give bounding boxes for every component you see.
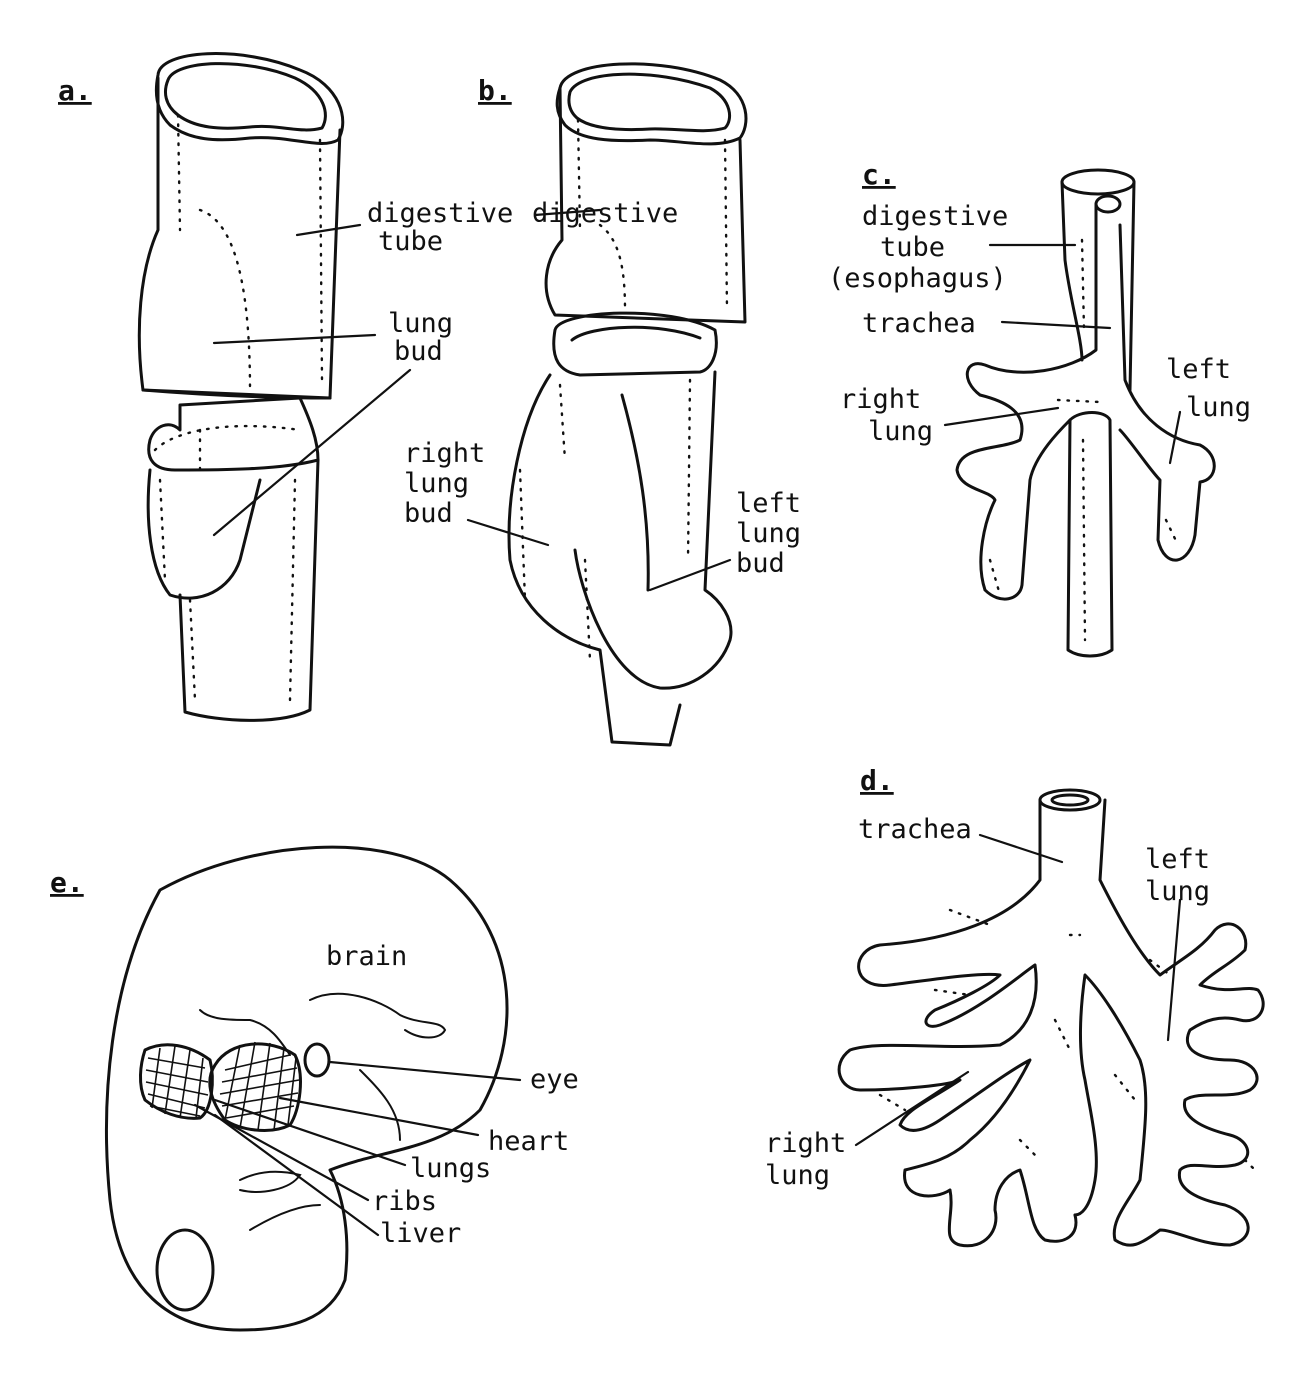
e-lungs-label: lungs	[410, 1153, 491, 1184]
e-eye-label: eye	[530, 1064, 579, 1095]
c-left-lung-label-1: left	[1166, 354, 1231, 385]
panel-e-embryo	[105, 845, 509, 1332]
e-ribs-label: ribs	[372, 1186, 437, 1217]
panel-a-label: a.	[58, 74, 92, 107]
panel-d-label: d.	[860, 764, 894, 797]
b-right-lung-bud-label-3: bud	[404, 498, 453, 529]
panel-a: a. digestive tube lung bud	[58, 52, 513, 722]
panel-a-upper-tube	[137, 52, 345, 400]
panel-a-lung-bud	[141, 388, 332, 400]
b-left-lung-bud-label-1: left	[736, 488, 801, 519]
b-right-lung-bud-label-1: right	[404, 438, 485, 469]
d-trachea-label: trachea	[858, 814, 972, 845]
panel-e-label: e.	[50, 866, 84, 899]
c-trachea-label: trachea	[862, 308, 976, 339]
panel-c-label: c.	[862, 158, 896, 191]
c-digestive-label-3: (esophagus)	[828, 263, 1007, 294]
panel-e-leaders	[193, 1060, 522, 1237]
panel-c: c. digestive tube (esophagus) trachea ri…	[828, 158, 1251, 658]
d-left-lung-label-2: lung	[1145, 876, 1210, 907]
c-left-lung-label-2: lung	[1186, 392, 1251, 423]
panel-b-leaders	[466, 208, 732, 592]
c-digestive-label-2: tube	[880, 232, 945, 263]
panel-b-lower-tube	[507, 311, 733, 747]
panel-d: d. trachea left lung right lung	[765, 764, 1265, 1248]
c-right-lung-label-2: lung	[868, 416, 933, 447]
panel-b-label: b.	[478, 74, 512, 107]
d-right-lung-label-2: lung	[765, 1160, 830, 1191]
d-right-lung-label-1: right	[765, 1128, 846, 1159]
c-right-lung-label-1: right	[840, 384, 921, 415]
panel-b: b. digestive right lung bud left lung bu…	[404, 62, 801, 747]
panel-a-lower-tube	[146, 396, 320, 722]
a-lung-bud-label-2: bud	[394, 336, 443, 367]
b-digestive-label: digestive	[532, 198, 678, 229]
panel-d-leaders	[854, 833, 1182, 1147]
a-digestive-label-1: digestive	[367, 198, 513, 229]
e-liver-label: liver	[380, 1218, 461, 1249]
e-brain-label: brain	[326, 941, 407, 972]
a-lung-bud-label-1: lung	[388, 308, 453, 339]
e-heart-label: heart	[488, 1126, 569, 1157]
panel-c-trachea-and-lungs	[955, 168, 1216, 658]
a-digestive-label-2: tube	[378, 226, 443, 257]
panel-b-upper-tube	[544, 62, 748, 324]
panel-c-leaders	[943, 243, 1182, 465]
b-right-lung-bud-label-2: lung	[404, 468, 469, 499]
panel-a-leaders	[212, 223, 412, 537]
b-left-lung-bud-label-2: lung	[736, 518, 801, 549]
b-left-lung-bud-label-3: bud	[736, 548, 785, 579]
c-digestive-label-1: digestive	[862, 201, 1008, 232]
d-left-lung-label-1: left	[1145, 844, 1210, 875]
panel-e: e. brain eye heart lungs ribs liver	[50, 845, 579, 1332]
